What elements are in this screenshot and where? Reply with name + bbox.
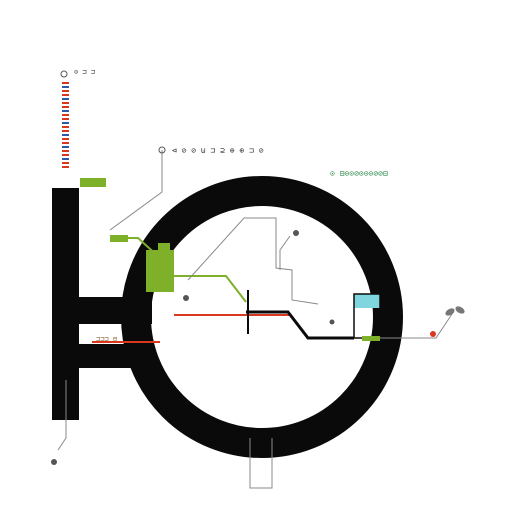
scale-tick — [62, 166, 69, 168]
leaf-icon-a — [445, 308, 455, 316]
scale-tick — [62, 110, 69, 112]
scale-tick — [62, 154, 69, 156]
left-scale-ticks — [62, 82, 69, 168]
pin-icon-2 — [183, 295, 189, 301]
right-label: ⊙ ⊟⊙⊙⊘⊙⊙⊙⊘⊘⊟ — [330, 169, 388, 178]
pin-icon-5 — [51, 459, 57, 465]
leader-line-1 — [109, 150, 163, 231]
leader-line-4 — [380, 313, 453, 339]
leaf-icon-b — [455, 306, 465, 314]
scale-tick — [62, 158, 69, 160]
scale-tick — [62, 98, 69, 100]
leader-line-6 — [57, 380, 67, 451]
pin-icon-7 — [60, 70, 68, 78]
pin-icon — [51, 70, 436, 465]
pin-icon-3 — [329, 319, 335, 325]
leader-lines — [57, 150, 453, 489]
pin-icon-6 — [293, 230, 299, 236]
scale-tick — [62, 130, 69, 132]
scale-tick — [62, 146, 69, 148]
leader-line-2 — [187, 217, 319, 305]
pin-icon-1 — [158, 146, 166, 154]
scale-tick — [62, 142, 69, 144]
scale-tick — [62, 134, 69, 136]
scale-tick — [62, 114, 69, 116]
scale-tick — [62, 150, 69, 152]
scale-tick — [62, 86, 69, 88]
scale-tick — [62, 82, 69, 84]
green-block — [146, 250, 174, 292]
top-left-label: ⊙ ⊐ ⊐ — [74, 68, 95, 76]
green-block-cap — [158, 243, 170, 253]
green-tag-top — [80, 178, 106, 187]
scale-tick — [62, 126, 69, 128]
black-connector-path — [246, 310, 354, 340]
green-small-tag-left — [110, 235, 128, 242]
scale-tick — [62, 90, 69, 92]
scale-tick — [62, 94, 69, 96]
scale-tick — [62, 102, 69, 104]
mid-top-label: ⊲ ⊘ ⊘ ⊍ ⊐ ⊇ ⊕ ⊕ ⊐ ⊘ — [172, 146, 264, 155]
scale-tick — [62, 138, 69, 140]
pin-icon-4 — [430, 331, 436, 337]
scale-tick — [62, 162, 69, 164]
leader-line-5 — [249, 438, 273, 489]
main-ring — [121, 176, 403, 458]
green-small-tag-right — [362, 336, 380, 341]
leader-line-3 — [279, 235, 291, 270]
bar-label: ⊐⊐⊐ ⊟ — [96, 335, 117, 343]
leaf-icon — [445, 306, 465, 316]
scale-tick — [62, 118, 69, 120]
scale-tick — [62, 122, 69, 124]
cyan-block — [354, 294, 380, 308]
scale-tick — [62, 106, 69, 108]
